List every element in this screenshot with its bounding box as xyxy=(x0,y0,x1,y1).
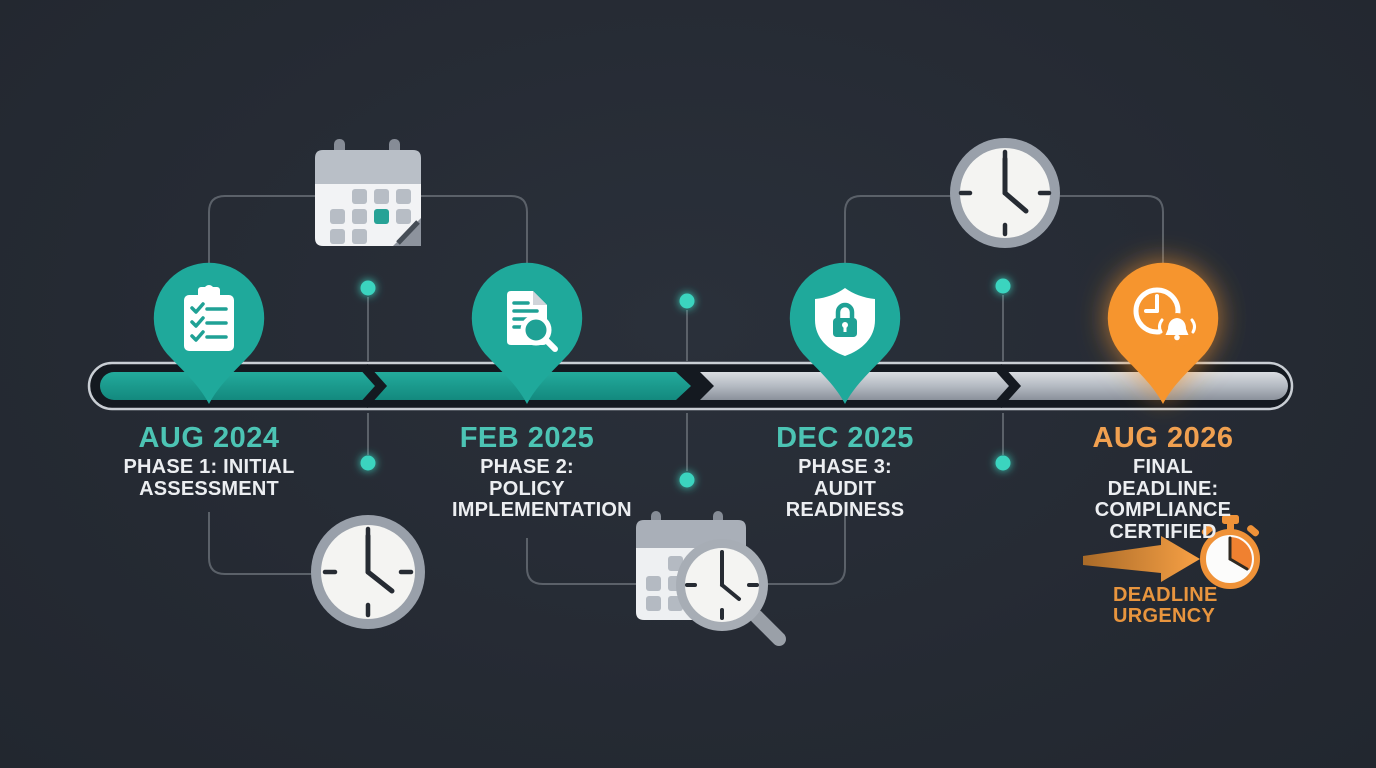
milestone-marker-3 xyxy=(789,262,901,404)
connector-bottom-left xyxy=(208,512,368,575)
progress-bar xyxy=(87,361,1294,411)
stopwatch-icon xyxy=(1200,515,1260,589)
milestone-4-label: FINAL DEADLINE: COMPLIANCE CERTIFIED xyxy=(1094,456,1232,543)
clock-alarm-icon xyxy=(1133,287,1196,347)
glow-dots xyxy=(360,278,1011,488)
calendar-icon xyxy=(315,139,421,246)
progress-bar-remaining-segment xyxy=(700,372,1288,400)
milestone-2-label: PHASE 2: POLICY IMPLEMENTATION xyxy=(452,456,632,521)
calendar-search-clock-icon xyxy=(636,511,786,646)
milestone-3-label: PHASE 3: AUDIT READINESS xyxy=(785,456,905,521)
milestone-4-date: AUG 2026 xyxy=(1092,422,1234,454)
clipboard-checklist-icon xyxy=(184,285,234,351)
deadline-urgency-label: DEADLINE URGENCY xyxy=(1113,584,1218,627)
milestone-3-date: DEC 2025 xyxy=(776,422,914,454)
tick-columns xyxy=(360,278,1011,488)
shield-lock-icon xyxy=(815,288,875,356)
milestone-1-label: PHASE 1: INITIAL ASSESSMENT xyxy=(123,456,295,500)
milestone-marker-1 xyxy=(153,262,265,404)
milestone-1-date: AUG 2024 xyxy=(138,422,280,454)
milestone-marker-2 xyxy=(471,262,583,404)
arrow-right-icon xyxy=(1083,536,1200,582)
clock-icon xyxy=(311,515,425,629)
document-search-icon xyxy=(507,291,558,352)
clock-icon xyxy=(950,138,1060,248)
milestone-marker-4 xyxy=(1107,262,1219,404)
chevron-separator-1 xyxy=(360,363,388,409)
chevron-separator-2 xyxy=(994,363,1022,409)
milestone-2-date: FEB 2025 xyxy=(459,422,595,454)
